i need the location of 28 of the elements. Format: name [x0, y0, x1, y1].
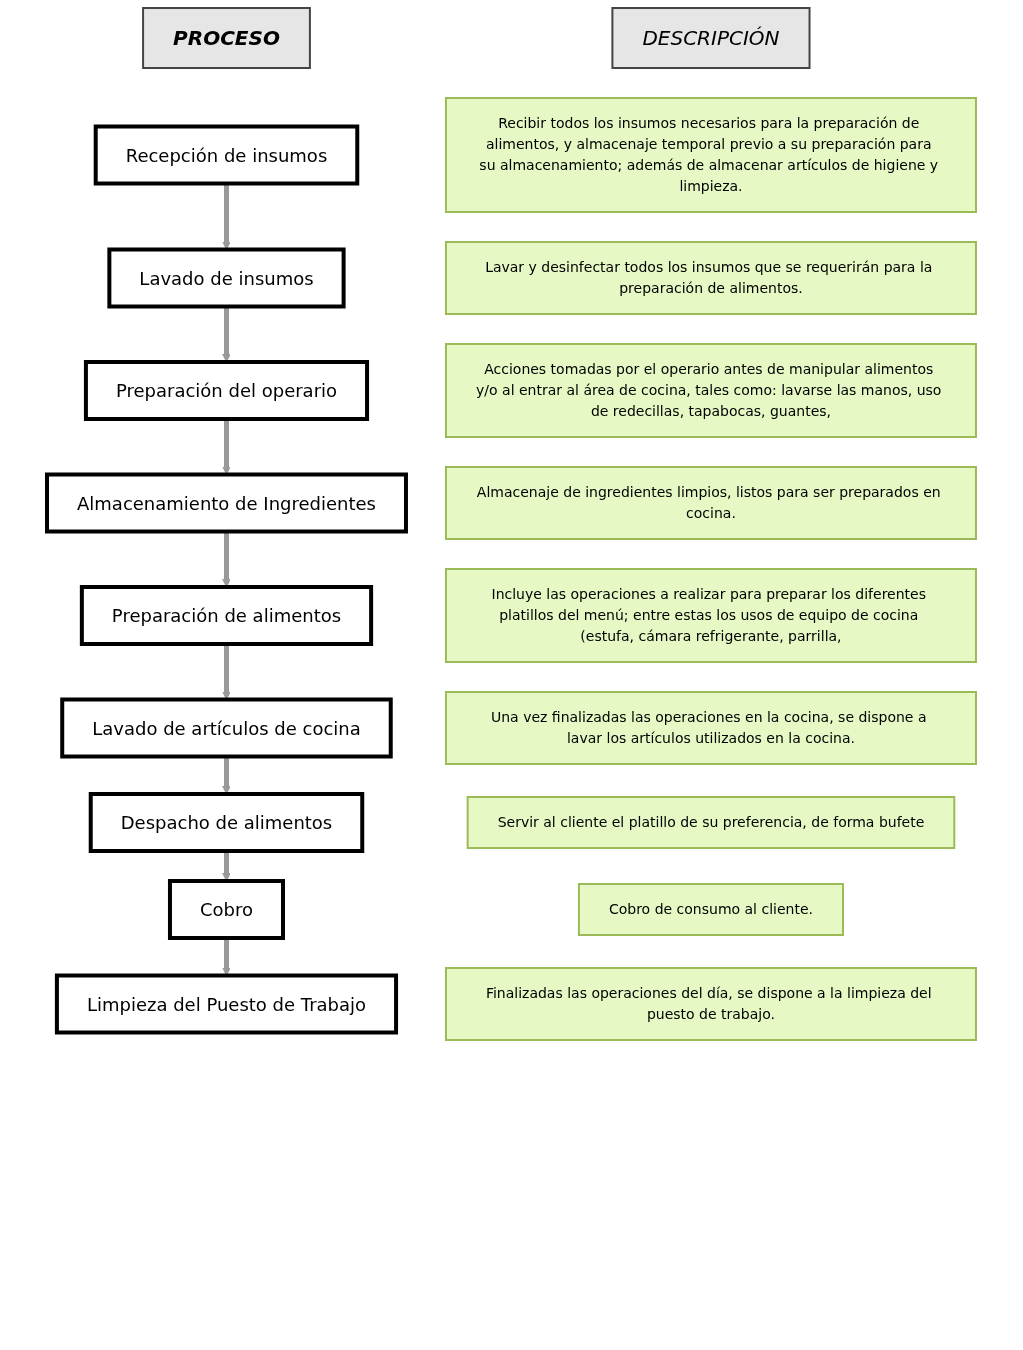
- arrow: [222, 419, 231, 475]
- node-box: Finalizadas las operaciones del día, se dispone a la limpieza del puesto de trabajo.: [445, 967, 977, 1041]
- node-box: Preparación de alimentos: [79, 585, 374, 646]
- node-box: Almacenaje de ingredientes limpios, listos para ser preparados en cocina.: [445, 466, 977, 540]
- arrow: [222, 531, 231, 588]
- node-box: Limpieza del Puesto de Trabajo: [54, 973, 399, 1035]
- node-box: Lavado de insumos: [107, 247, 346, 309]
- arrow: [222, 306, 231, 363]
- arrow: [222, 644, 231, 700]
- node-box: Cobro de consumo al cliente.: [577, 883, 844, 936]
- node-box: Preparación del operario: [83, 360, 370, 421]
- arrow: [222, 756, 231, 795]
- node-box: DESCRIPCIÓN: [611, 7, 811, 69]
- arrow: [222, 938, 231, 976]
- node-box: Una vez finalizadas las operaciones en la cocina, se dispone a lavar los artículos utilizados en la cocina.: [445, 691, 977, 765]
- node-box: Recepción de insumos: [93, 124, 360, 186]
- node-box: Lavado de artículos de cocina: [60, 697, 393, 759]
- node-box: PROCESO: [142, 7, 311, 69]
- node-box: Acciones tomadas por el operario antes de manipular alimentos y/o al entrar al área de cocina, tales como: lavarse las manos, uso de redecillas, tapabocas, guantes,: [445, 343, 977, 438]
- node-box: Lavar y desinfectar todos los insumos que se requerirán para la preparación de alimentos.: [445, 241, 977, 315]
- arrow: [222, 183, 231, 250]
- arrow: [222, 851, 231, 882]
- node-box: Recibir todos los insumos necesarios para la preparación de alimentos, y almacenaje temporal previo a su preparación para su almacenamiento; además de almacenar artículos de higiene y limpieza.: [445, 97, 977, 213]
- node-box: Almacenamiento de Ingredientes: [45, 472, 408, 534]
- node-box: Despacho de alimentos: [88, 792, 365, 853]
- node-box: Servir al cliente el platillo de su preferencia, de forma bufete: [466, 796, 956, 849]
- node-box: Cobro: [168, 879, 285, 940]
- node-box: Incluye las operaciones a realizar para preparar los diferentes platillos del menú; entre estas los usos de equipo de cocina (estufa, cámara refrigerante, parrilla,: [445, 568, 977, 663]
